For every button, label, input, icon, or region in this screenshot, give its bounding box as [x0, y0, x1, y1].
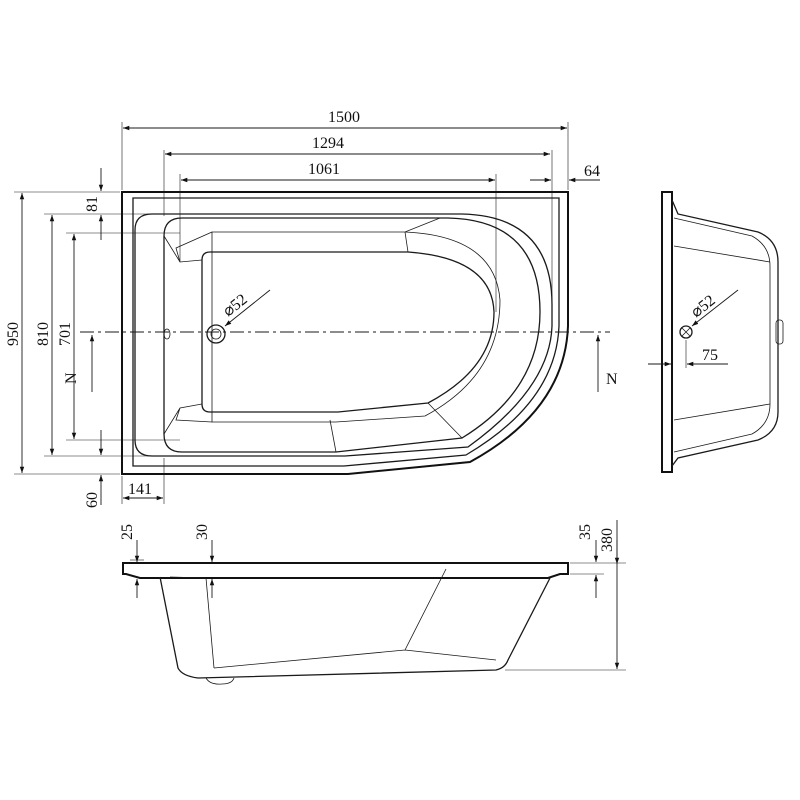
end-view-fold-lines [673, 245, 771, 421]
dim-81-label: 81 [84, 196, 101, 212]
dim-380-label: 380 [599, 528, 616, 552]
elevation-rim [122, 562, 569, 579]
dim-35-label: 35 [577, 524, 594, 540]
dim-30-label: 30 [194, 524, 211, 540]
plan-drain-leader [224, 289, 271, 327]
plan-inner-rim [132, 197, 560, 467]
dim-1500-label: 1500 [328, 109, 360, 126]
dim-141-label: 141 [128, 481, 152, 498]
plan-overflow [163, 328, 171, 340]
dim-1294-label: 1294 [312, 135, 344, 152]
plan-basin-floor [201, 251, 495, 413]
elevation-body [159, 576, 551, 679]
plan-view: ⌀52 N N 1500 1294 1061 64 950 81 [5, 109, 618, 508]
dim-64-label: 64 [584, 163, 600, 180]
elevation-foot [205, 677, 235, 685]
dim-25-label: 25 [119, 524, 136, 540]
dim-60-label: 60 [84, 492, 101, 508]
plan-basin-outer [163, 217, 541, 453]
end-view-rim [661, 191, 673, 473]
plan-corner-bevel [163, 231, 463, 453]
section-label-left: N [63, 372, 80, 384]
front-elevation: 25 30 35 380 [119, 520, 626, 685]
end-view: ⌀52 75 [648, 191, 784, 473]
end-view-drain-label: ⌀52 [688, 292, 719, 321]
dim-701-label: 701 [57, 322, 74, 346]
end-view-body [671, 199, 779, 467]
end-view-overflow [775, 319, 784, 345]
plan-drain-label: ⌀52 [220, 291, 251, 320]
end-view-drain [679, 325, 693, 339]
plan-seat-ledge [134, 213, 553, 457]
elevation-inner-lines [169, 568, 497, 669]
end-view-inner [673, 217, 771, 453]
dim-950-label: 950 [5, 322, 22, 346]
section-label-right: N [606, 371, 618, 388]
dim-1061-label: 1061 [308, 161, 340, 178]
plan-outer-rim [121, 191, 569, 475]
end-view-drain-leader [691, 289, 739, 327]
plan-basin-bevel [211, 217, 501, 423]
end-view-drain-cross [681, 327, 691, 337]
plan-drain-inner [210, 328, 222, 340]
plan-drain-outer [206, 324, 226, 344]
dim-75-label: 75 [702, 347, 718, 364]
dim-810-label: 810 [35, 322, 52, 346]
